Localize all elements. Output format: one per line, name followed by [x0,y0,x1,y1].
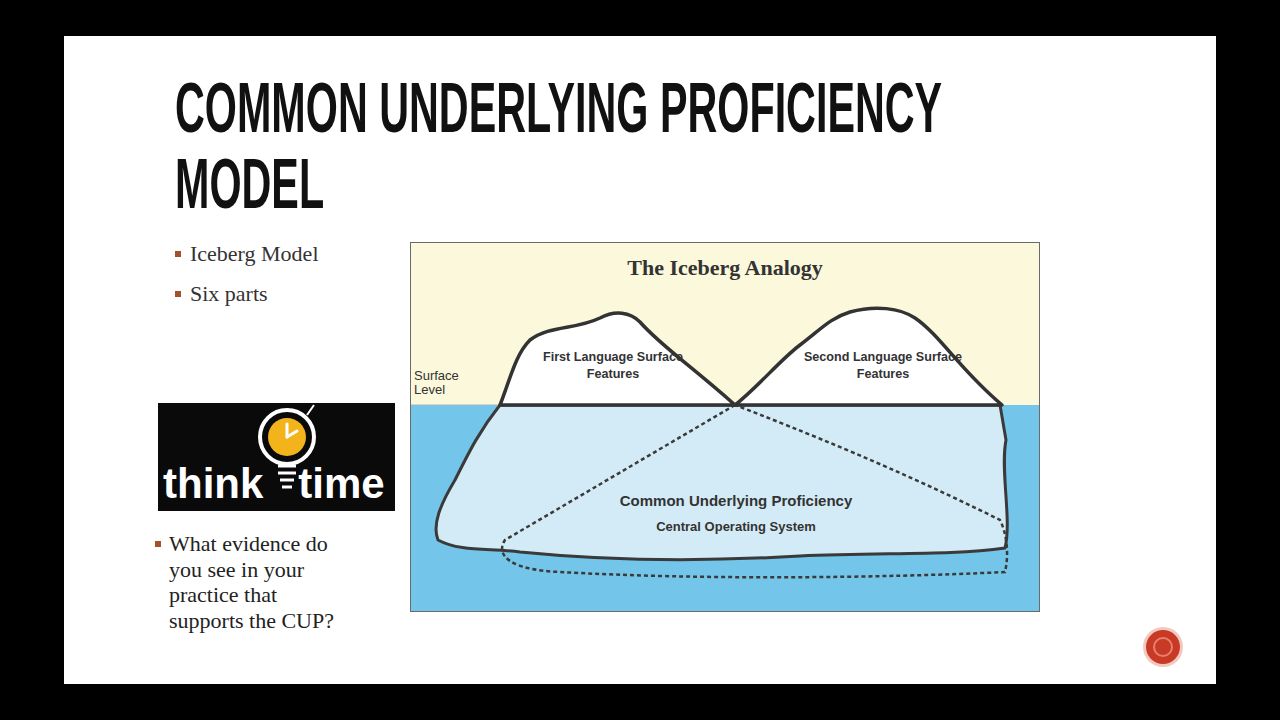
underlying-proficiency-region-text: Common Underlying Proficiency [620,491,853,511]
bullet-text: Six parts [190,281,390,307]
iceberg-peak: First Language Surface Features [538,349,688,383]
iceberg-illustration [410,242,1040,612]
bullet-text: Iceberg Model [190,241,390,267]
iceberg-peak-text: Second Language Surface Features [798,349,968,383]
bullet-square [175,291,181,297]
bullet-square [155,541,161,547]
think-time-logo-text: time [298,463,384,505]
bullet-square [175,251,181,257]
iceberg-peak-text: First Language Surface Features [538,349,688,383]
think-time-logo-text: think [163,463,263,505]
underlying-proficiency-region-text: Central Operating System [656,519,816,535]
iceberg-peak: Second Language Surface Features [798,349,968,383]
iceberg-panel-text: The Iceberg Analogy [627,255,823,281]
slide-title: COMMON UNDERLYING PROFICIENCY MODEL [175,70,977,222]
prompt-question: What evidence do you see in your practic… [169,531,349,633]
underlying-proficiency-region: Common Underlying ProficiencyCentral Ope… [536,491,936,535]
think-time-logo: think time [158,403,395,511]
surface-level-label: Surface Level [414,369,474,397]
slide-background [64,36,1216,684]
iceberg-panel: The Iceberg AnalogyFirst Language Surfac… [410,242,1040,612]
corner-icon [1143,627,1183,667]
logo-background [158,403,395,511]
